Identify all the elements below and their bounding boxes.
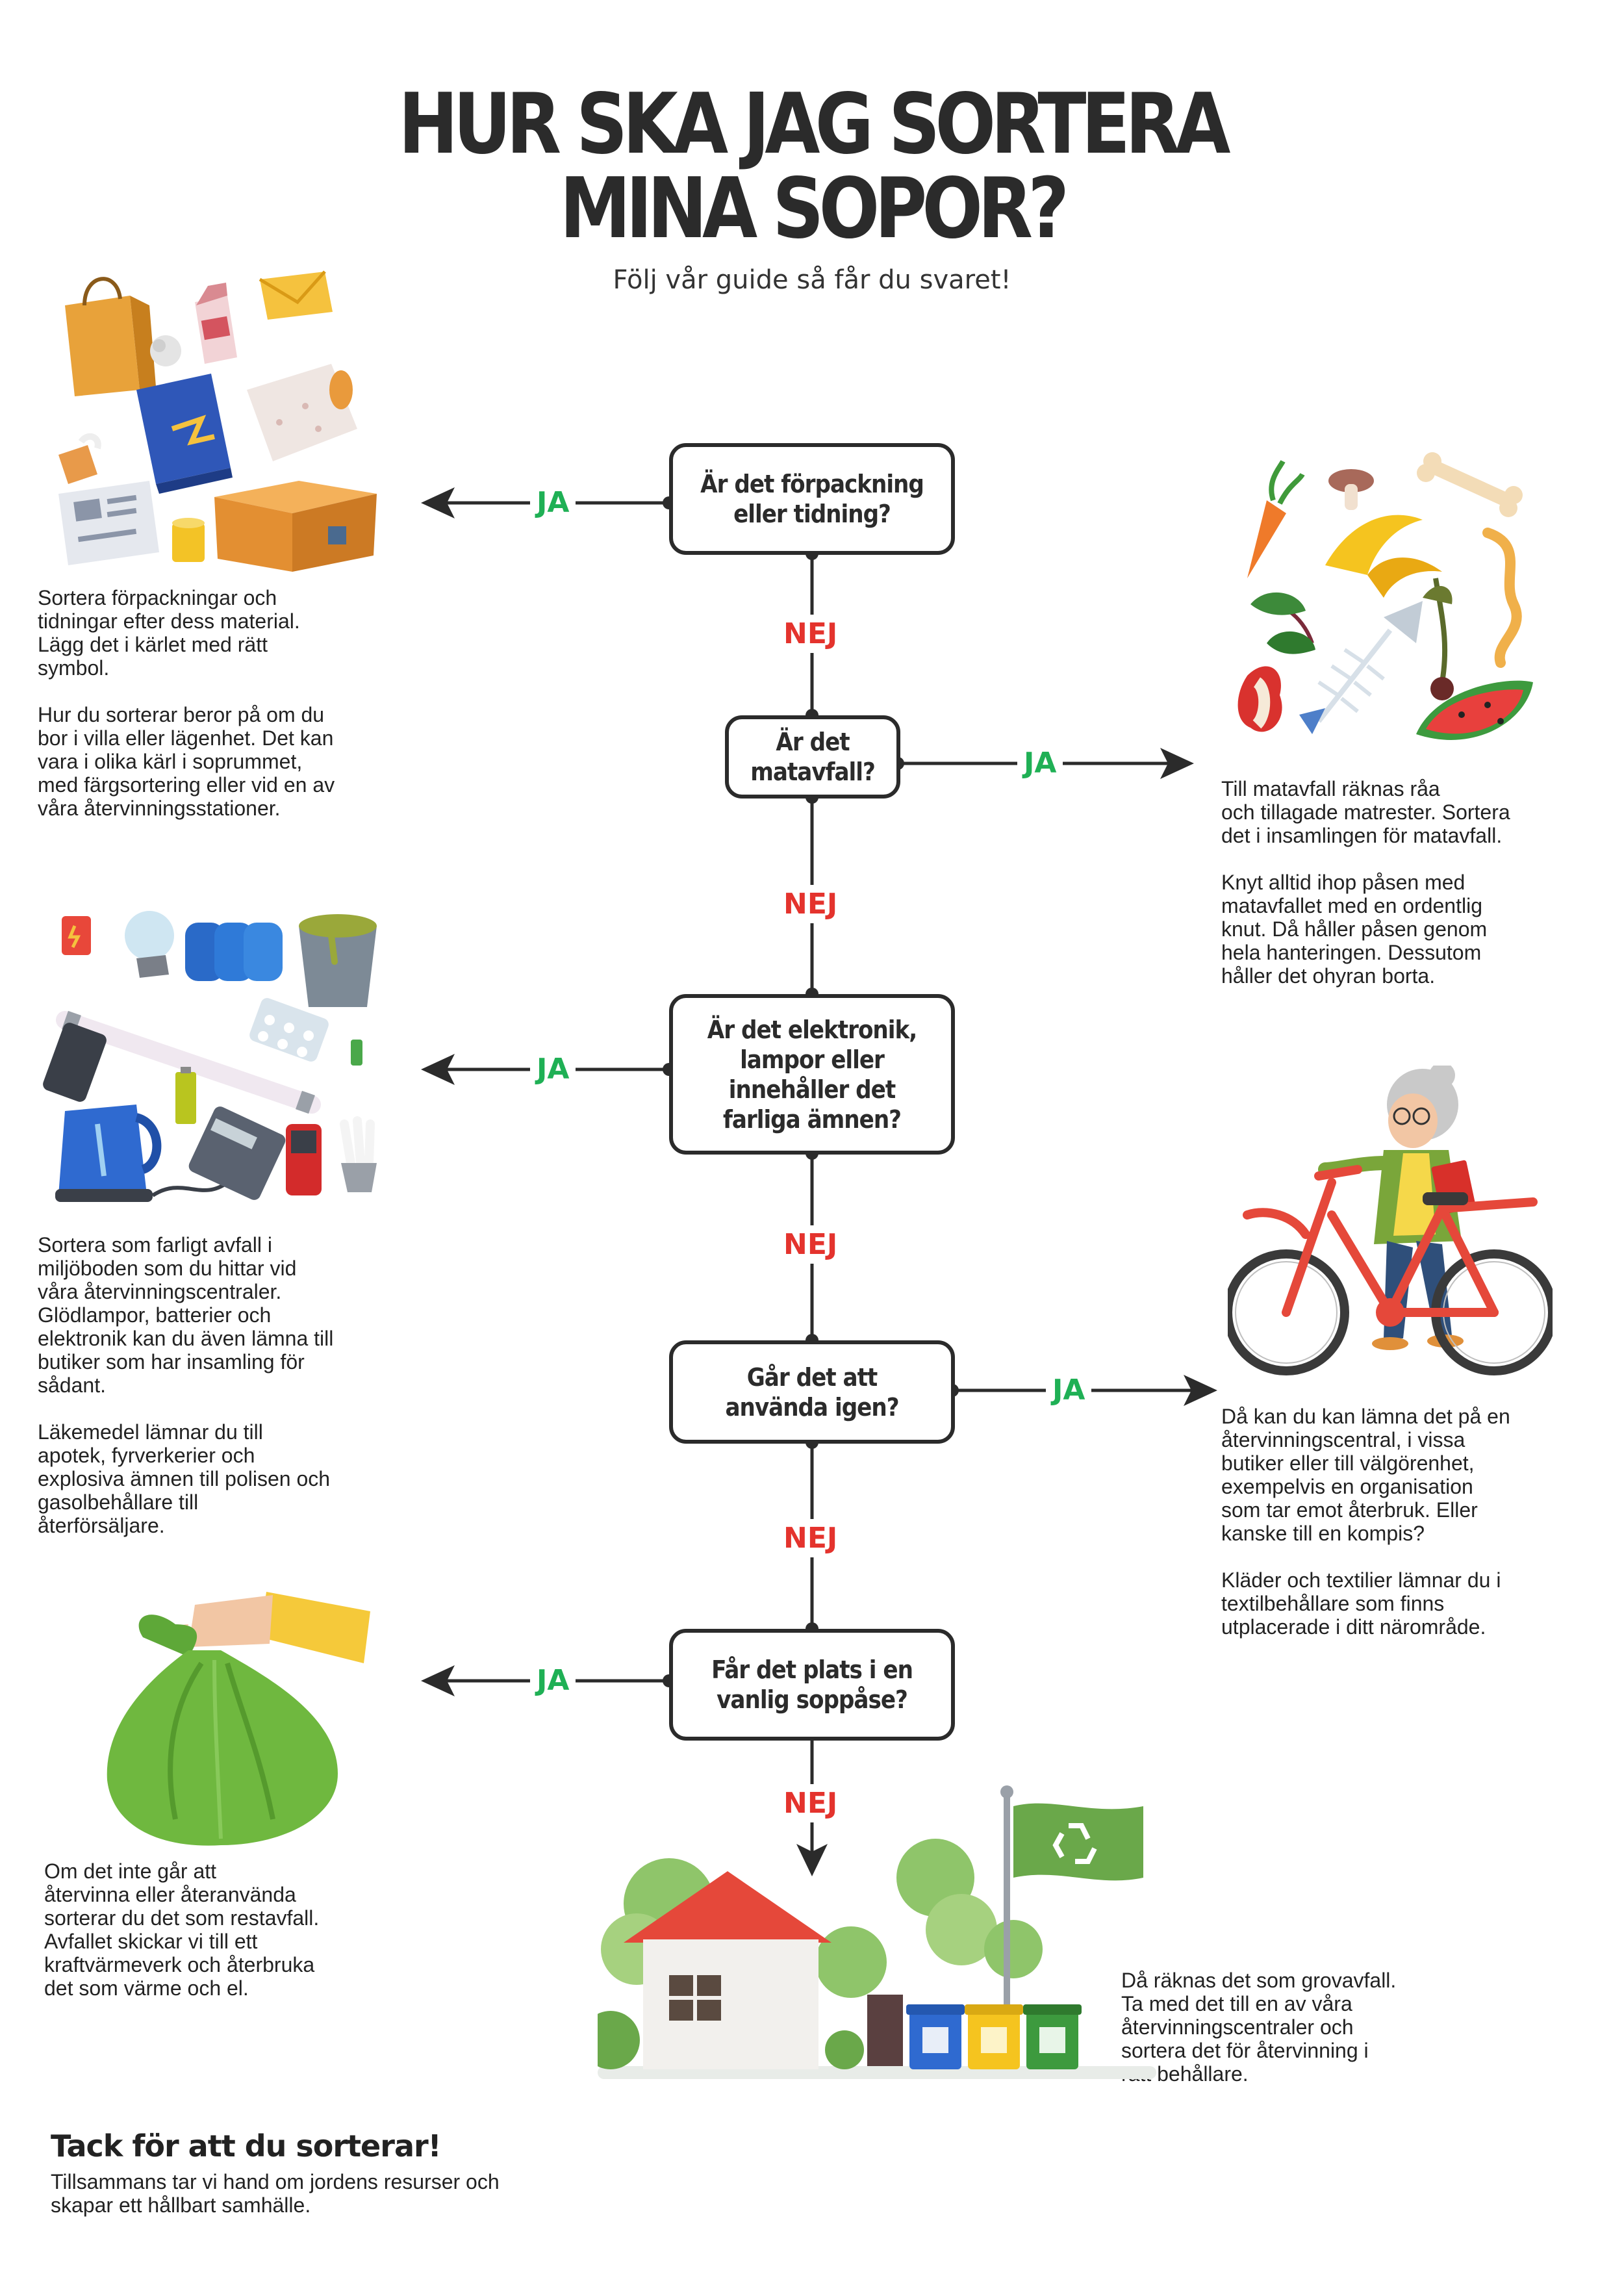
question-hazardous-box: Är det elektronik, lampor eller innehåll… xyxy=(669,994,955,1155)
question-food-text: Är det matavfall? xyxy=(750,728,876,786)
yes-label-hazardous: JA xyxy=(530,1053,576,1086)
footer-title: Tack för att du sorterar! xyxy=(51,2128,442,2164)
question-reuse-box: Går det att använda igen? xyxy=(669,1340,955,1444)
page-title-line1: HUR SKA JAG SORTERA xyxy=(398,76,1230,173)
no-label-food: NEJ xyxy=(783,885,838,923)
no-label-reuse: NEJ xyxy=(783,1519,838,1557)
page-title-line2: MINA SOPOR? xyxy=(559,160,1069,257)
question-reuse-text: Går det att använda igen? xyxy=(725,1362,899,1422)
question-bag-text: Får det plats i en vanlig soppåse? xyxy=(711,1655,913,1714)
page-subtitle: Följ vår guide så får du svaret! xyxy=(613,265,1011,295)
woman-with-bicycle-icon xyxy=(1228,1066,1553,1375)
answer-packaging-text: Sortera förpackningar och tidningar efte… xyxy=(38,586,335,820)
yes-label-reuse: JA xyxy=(1046,1373,1092,1407)
no-label-packaging: NEJ xyxy=(783,615,838,653)
footer-text: Tillsammans tar vi hand om jordens resur… xyxy=(51,2170,500,2217)
answer-hazardous-text: Sortera som farligt avfall i miljöboden … xyxy=(38,1233,334,1537)
question-hazardous-text: Är det elektronik, lampor eller innehåll… xyxy=(707,1015,917,1134)
yes-label-food: JA xyxy=(1017,747,1063,780)
trash-bag-icon xyxy=(107,1592,370,1846)
answer-bulky-text: Då räknas det som grovavfall. Ta med det… xyxy=(1121,1969,1397,2086)
question-food-box: Är det matavfall? xyxy=(725,715,900,798)
recycling-center-icon xyxy=(598,1785,1156,2079)
no-label-hazardous: NEJ xyxy=(783,1225,838,1264)
packaging-items-icon xyxy=(58,270,377,572)
yes-label-packaging: JA xyxy=(530,486,576,519)
food-waste-icon xyxy=(1237,452,1533,740)
no-label-bag: NEJ xyxy=(783,1784,838,1822)
question-packaging-box: Är det förpackning eller tidning? xyxy=(669,443,955,555)
answer-residual-text: Om det inte går att återvinna eller åter… xyxy=(44,1859,320,2000)
question-packaging-text: Är det förpackning eller tidning? xyxy=(700,470,924,528)
yes-label-bag: JA xyxy=(530,1664,576,1697)
question-bag-box: Får det plats i en vanlig soppåse? xyxy=(669,1629,955,1741)
answer-food-text: Till matavfall räknas råa och tillagade … xyxy=(1221,777,1510,988)
electronics-hazard-icon xyxy=(43,911,377,1202)
answer-reuse-text: Då kan du kan lämna det på en återvinnin… xyxy=(1221,1405,1510,1639)
